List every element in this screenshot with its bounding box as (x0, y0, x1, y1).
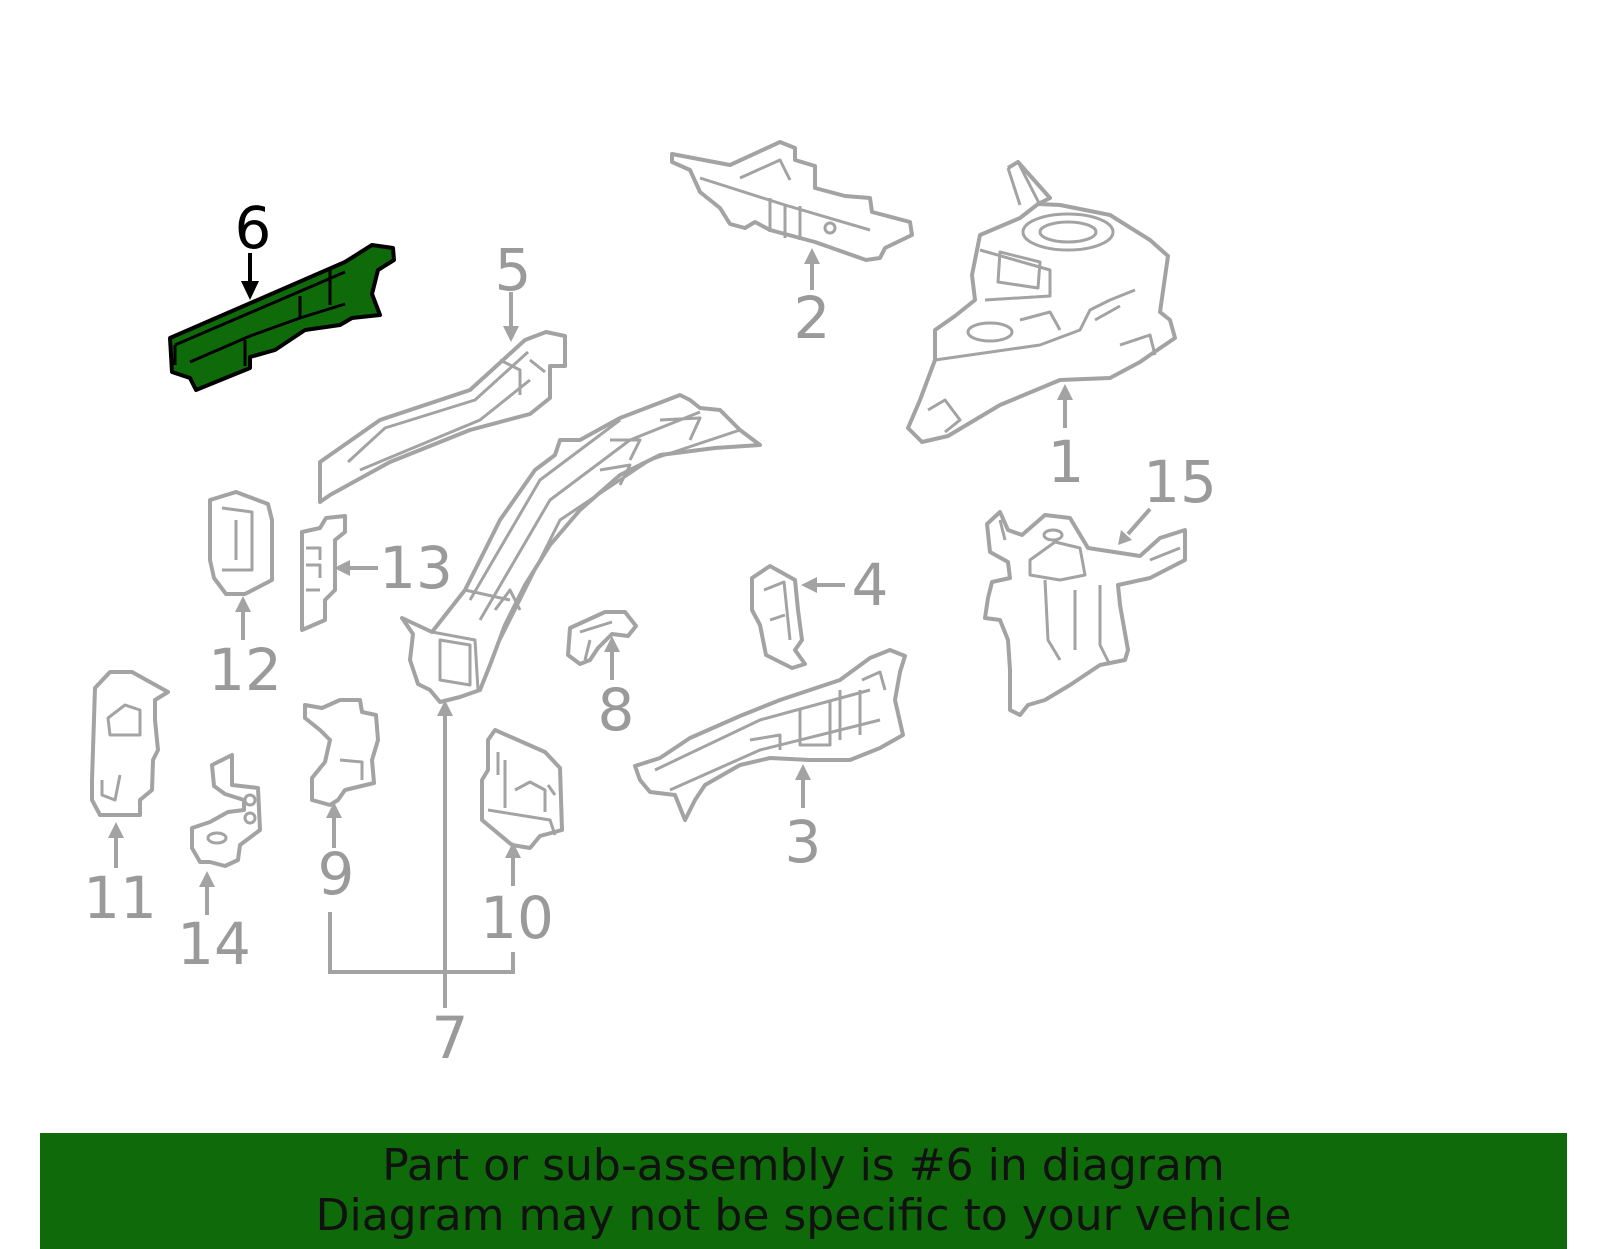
part-10[interactable] (480, 728, 564, 850)
part-8[interactable] (566, 610, 638, 666)
info-banner: Part or sub-assembly is #6 in diagram Di… (40, 1133, 1567, 1249)
callout-12[interactable]: 12 (208, 636, 282, 704)
callout-13[interactable]: 13 (379, 534, 453, 602)
part-14[interactable] (190, 753, 262, 868)
part-2[interactable] (670, 140, 914, 262)
part-12[interactable] (208, 490, 274, 596)
bracket-9-10 (328, 912, 515, 974)
part-1[interactable] (906, 160, 1177, 444)
part-4[interactable] (750, 564, 807, 670)
part-15[interactable] (983, 510, 1187, 717)
callout-11[interactable]: 11 (83, 864, 157, 932)
part-3[interactable] (633, 648, 907, 822)
callout-1[interactable]: 1 (1048, 428, 1085, 496)
callout-8[interactable]: 8 (598, 676, 635, 744)
callout-14[interactable]: 14 (177, 910, 251, 978)
part-11[interactable] (90, 670, 170, 817)
part-5[interactable] (318, 330, 567, 504)
callout-15[interactable]: 15 (1143, 448, 1217, 516)
part-9[interactable] (303, 698, 380, 807)
callout-7[interactable]: 7 (432, 1004, 469, 1072)
callout-9[interactable]: 9 (318, 840, 355, 908)
callout-3[interactable]: 3 (785, 808, 822, 876)
callout-6[interactable]: 6 (235, 194, 272, 262)
callout-5[interactable]: 5 (495, 236, 532, 304)
part-13[interactable] (300, 514, 347, 632)
callout-10[interactable]: 10 (480, 884, 554, 952)
callout-4[interactable]: 4 (852, 551, 889, 619)
part-6-highlighted[interactable] (168, 243, 396, 392)
banner-line-1: Part or sub-assembly is #6 in diagram (382, 1140, 1225, 1191)
part-7[interactable] (400, 393, 762, 704)
banner-line-2: Diagram may not be specific to your vehi… (315, 1190, 1292, 1241)
callout-2[interactable]: 2 (794, 284, 831, 352)
